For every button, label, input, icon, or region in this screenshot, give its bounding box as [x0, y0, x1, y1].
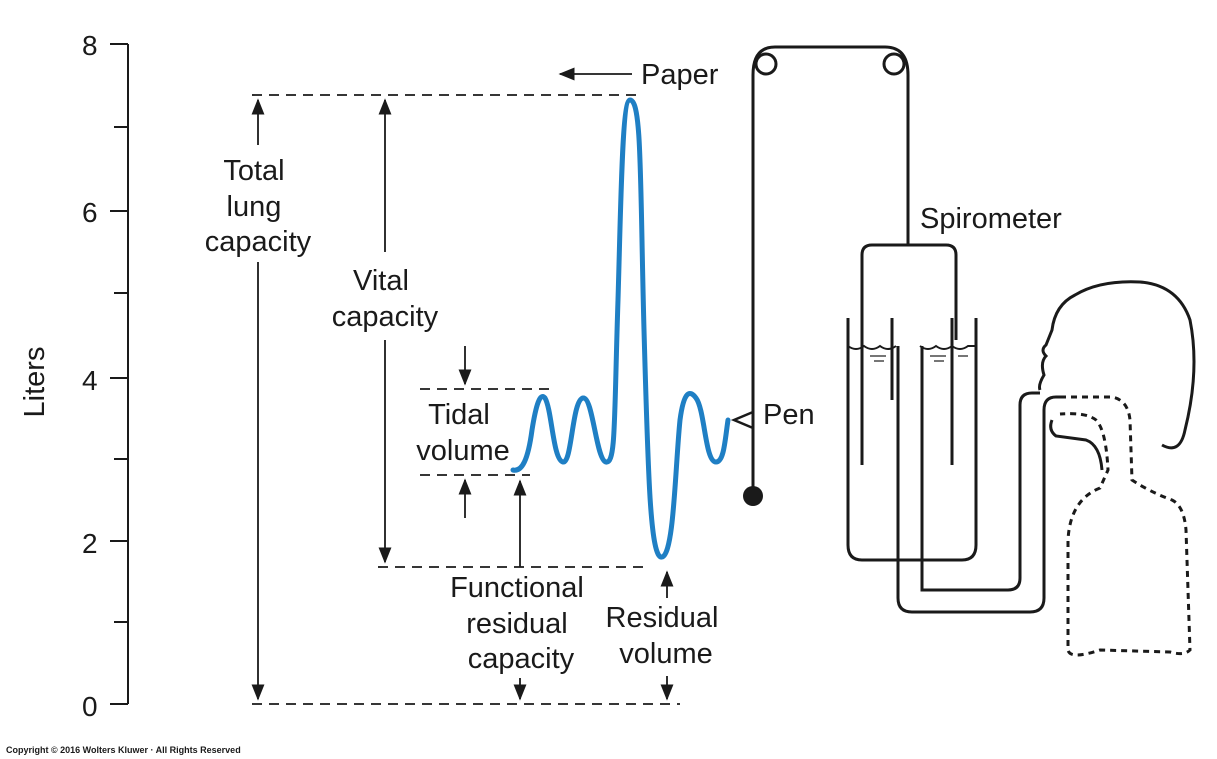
lungs-outline: [1059, 395, 1192, 657]
reference-lines: [252, 94, 680, 705]
tidal-volume-label: Tidal volume: [416, 399, 510, 467]
total-lung-capacity-label: Total lung capacity: [205, 155, 312, 258]
spirogram-trace: [510, 97, 731, 560]
measurement-arrows: [251, 67, 674, 701]
y-axis: 0 2 4 6 8 Liters: [19, 30, 129, 722]
functional-residual-capacity-label: Functional residual capacity: [450, 572, 592, 675]
paper-label: Paper: [641, 59, 719, 91]
spirometer-apparatus: [730, 45, 1196, 657]
residual-volume-label: Residual volume: [606, 602, 727, 670]
counterweight-icon: [743, 486, 763, 506]
vital-capacity-label: Vital capacity: [332, 265, 439, 333]
y-tick-label: 6: [82, 197, 98, 228]
pulley-right-icon: [882, 52, 906, 76]
y-tick-label: 4: [82, 365, 98, 396]
spirometer-label: Spirometer: [920, 203, 1062, 235]
pulley-left-icon: [754, 52, 778, 76]
diagram-labels: Paper Total lung capacity Vital capacity…: [205, 59, 1062, 675]
y-tick-label: 2: [82, 528, 98, 559]
pen-tip-icon: [730, 410, 754, 430]
copyright-notice: Copyright © 2016 Wolters Kluwer · All Ri…: [6, 745, 241, 755]
y-tick-label: 8: [82, 30, 98, 61]
y-tick-label: 0: [82, 691, 98, 722]
pen-label: Pen: [763, 399, 815, 431]
y-axis-label: Liters: [19, 347, 51, 418]
head-profile: [1038, 280, 1196, 450]
